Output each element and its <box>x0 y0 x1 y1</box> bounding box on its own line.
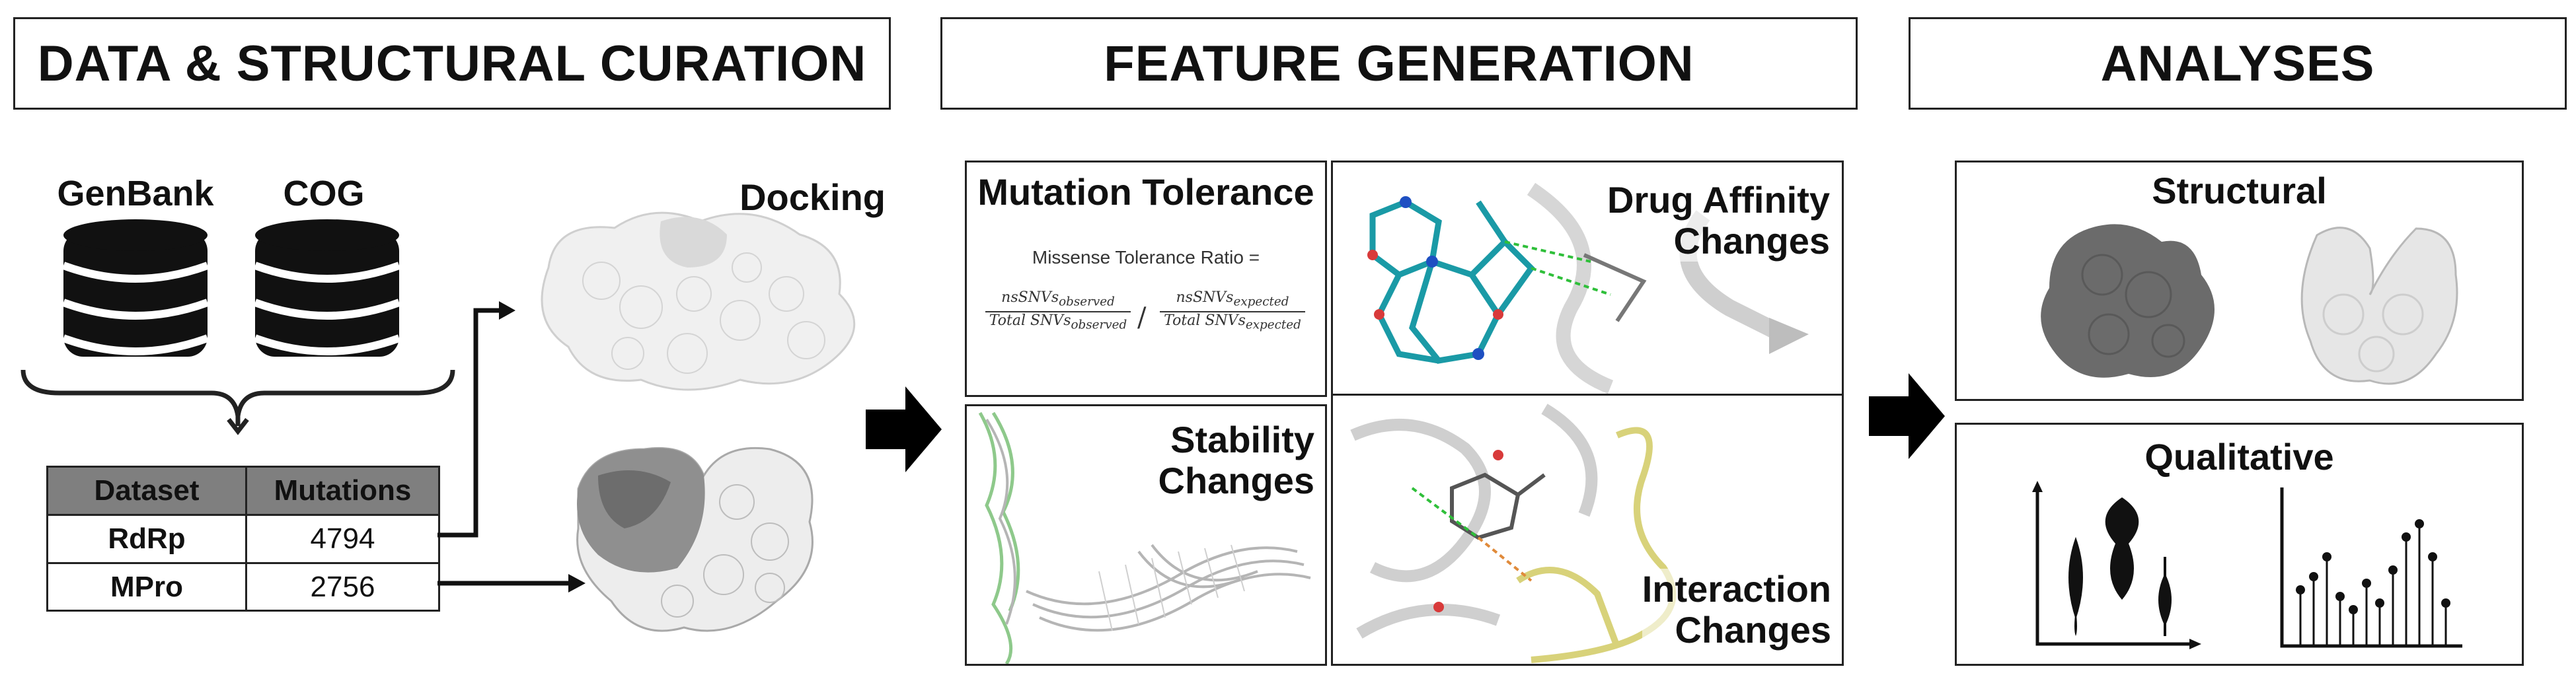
merge-brace <box>20 369 455 435</box>
cog-label: COG <box>283 174 365 213</box>
interaction-title: Interaction Changes <box>1642 568 1831 651</box>
panel-mutation-tolerance: Mutation Tolerance Missense Tolerance Ra… <box>965 161 1327 397</box>
docked-protein-surface <box>541 211 856 391</box>
structural-title: Structural <box>2152 170 2327 211</box>
interaction-structure-image <box>1350 404 1677 663</box>
stability-title: Stability Changes <box>1158 419 1315 501</box>
stability-structure-image <box>978 412 1311 664</box>
dataset-table: Dataset Mutations RdRp 4794 MPro 2756 <box>46 466 440 612</box>
panel-stability: Stability Changes <box>965 404 1327 666</box>
table-cell-mutations: 2756 <box>310 570 375 603</box>
mpro-protein-surface <box>576 447 814 632</box>
flow-arrows-curation <box>437 301 586 592</box>
cog-database-icon <box>253 219 401 357</box>
table-header-mutations: Mutations <box>274 474 412 507</box>
dark-protein-icon <box>2041 224 2215 378</box>
mutation-tolerance-title: Mutation Tolerance <box>977 171 1314 213</box>
big-arrow-right <box>866 386 942 472</box>
panel-drug-affinity: Drug Affinity Changes <box>1331 161 1844 397</box>
header-curation: DATA & STRUCTURAL CURATION <box>13 17 891 110</box>
violin-plot-icon <box>2032 481 2201 649</box>
big-arrow-right <box>1869 373 1945 459</box>
formula-label: Missense Tolerance Ratio = <box>1032 247 1260 268</box>
table-header-dataset: Dataset <box>94 474 200 507</box>
genbank-database-icon <box>61 219 209 357</box>
drug-affinity-title: Drug Affinity Changes <box>1607 179 1830 262</box>
table-cell-dataset: RdRp <box>108 522 186 555</box>
docking-label: Docking <box>739 176 886 218</box>
genbank-label: GenBank <box>57 174 214 213</box>
fraction-divider: / <box>1137 303 1147 333</box>
fraction-observed: nsSNVsobserved Total SNVsobserved <box>979 289 1137 332</box>
table-cell-dataset: MPro <box>110 570 183 603</box>
panel-interaction: Interaction Changes <box>1331 394 1844 666</box>
table-cell-mutations: 4794 <box>310 522 375 555</box>
header-analyses: ANALYSES <box>1909 17 2567 110</box>
fraction-expected: nsSNVsexpected Total SNVsexpected <box>1153 289 1312 332</box>
qualitative-title: Qualitative <box>2144 436 2334 478</box>
panel-qualitative-analysis: Qualitative <box>1955 423 2524 666</box>
lollipop-plot-icon <box>2280 487 2462 648</box>
light-protein-icon <box>2300 227 2458 385</box>
header-feature-generation: FEATURE GENERATION <box>940 17 1858 110</box>
panel-structural-analysis: Structural <box>1955 161 2524 401</box>
